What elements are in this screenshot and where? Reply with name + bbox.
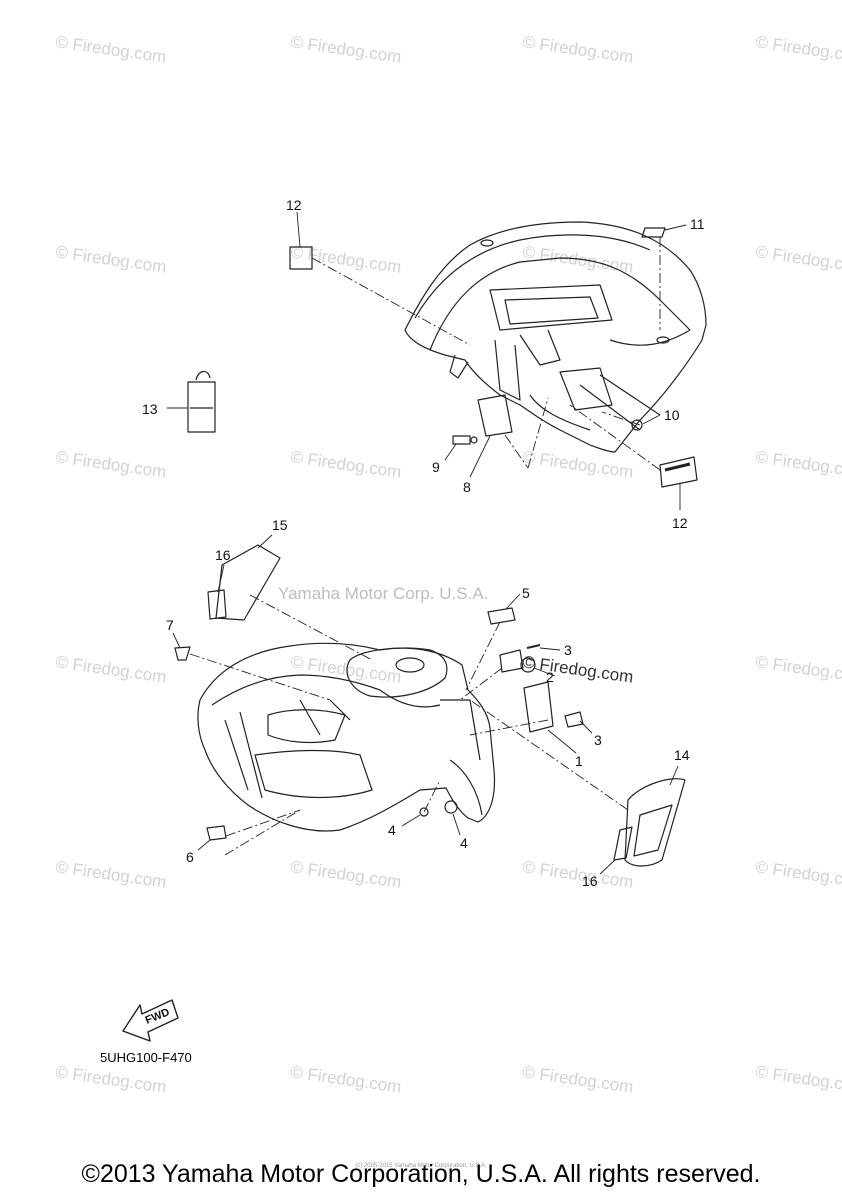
bracket-2: [499, 649, 524, 673]
washer-4-right: [444, 800, 458, 814]
nut-10: [631, 419, 643, 431]
rear-fender: [404, 221, 707, 453]
bolt-9: [452, 435, 471, 445]
callout: 4: [388, 822, 396, 838]
callout: 10: [664, 407, 680, 423]
callout: 16: [582, 873, 598, 889]
callout: 6: [186, 849, 194, 865]
plug-7: [174, 646, 191, 661]
callout: 1: [575, 753, 583, 769]
decal-6: [206, 825, 227, 841]
callout: 12: [672, 515, 688, 531]
center-watermark: Yamaha Motor Corp. U.S.A.: [278, 584, 489, 603]
callout: 11: [690, 216, 705, 232]
decal-11: [641, 227, 666, 238]
callout: 8: [463, 479, 471, 495]
cover-8: [477, 394, 513, 437]
emblem-14: [624, 778, 686, 867]
copyright-footer: ©2013 Yamaha Motor Corporation, U.S.A. A…: [81, 1160, 761, 1188]
callout: 16: [215, 547, 231, 563]
callout: 5: [522, 585, 530, 601]
nut-4-left: [419, 807, 429, 817]
decal-16-right: [613, 826, 633, 861]
callout: 14: [674, 747, 690, 763]
fwd-arrow-icon: FWD: [122, 999, 179, 1042]
callout: 7: [166, 617, 174, 633]
callout: 3: [564, 642, 572, 658]
label-13: [187, 381, 216, 433]
callout: 9: [432, 459, 440, 475]
front-fender: [197, 642, 496, 832]
plate-1: [523, 681, 554, 733]
callout: 2: [546, 669, 554, 685]
callout: 13: [142, 401, 158, 417]
diagram-code: 5UHG100-F470: [100, 1050, 192, 1065]
screw-3-lower: [564, 711, 584, 728]
emblem-12-lower: [659, 456, 698, 488]
decal-12-top: [289, 246, 313, 270]
decal-5: [487, 607, 516, 625]
tiny-copyright-line: (c) 2005-2015 Yamaha Motor Corporation, …: [355, 1163, 487, 1169]
callout: 12: [286, 197, 302, 213]
callout: 4: [460, 835, 468, 851]
decal-15: [215, 544, 281, 621]
callout: 15: [272, 517, 288, 533]
callout: 3: [594, 732, 602, 748]
